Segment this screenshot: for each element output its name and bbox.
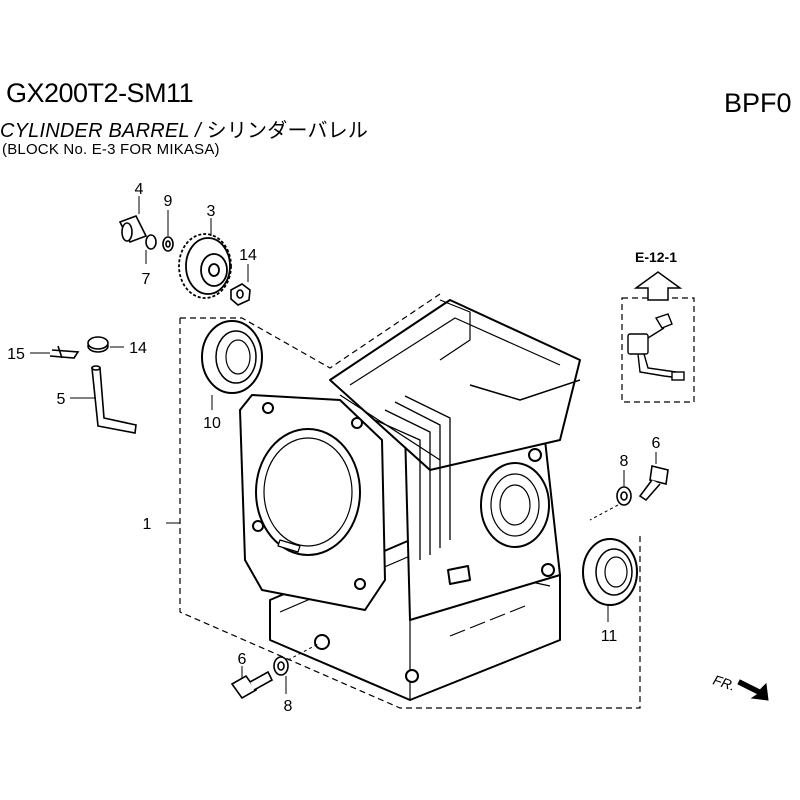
callout-4: 4	[135, 181, 144, 198]
callout-3: 3	[207, 203, 216, 220]
section-separator: /	[195, 120, 201, 142]
washer-7	[145, 234, 157, 250]
reference-label: E-12-1	[635, 249, 677, 265]
cylinder-barrel	[239, 299, 581, 701]
bolt-6-right	[638, 465, 669, 502]
washer-9	[162, 236, 174, 252]
reference-sensor	[627, 313, 685, 381]
callout-6-right: 6	[652, 435, 661, 452]
front-direction-label: FR.	[711, 672, 737, 694]
governor-arm-5	[91, 365, 137, 434]
bolt-6-lower	[230, 670, 274, 700]
callout-8-lower: 8	[284, 698, 293, 715]
clip-15	[49, 345, 80, 359]
reference-arrow-icon	[633, 271, 683, 301]
section-title-jp: シリンダーバレル	[206, 118, 369, 142]
front-direction-arrow-icon	[737, 679, 769, 701]
governor-gear-3	[178, 233, 232, 299]
oil-seal-11	[582, 538, 638, 606]
nut-14-left	[87, 336, 109, 353]
callout-14-upper: 14	[239, 247, 257, 264]
callout-6-lower: 6	[238, 651, 247, 668]
section-title: CYLINDER BARREL / シリンダーバレル	[0, 114, 368, 143]
assembly-boundary-top	[180, 293, 441, 369]
callout-11: 11	[601, 628, 618, 645]
assembly-boundary-left	[179, 318, 641, 709]
callout-1: 1	[143, 516, 152, 533]
washer-8-lower	[273, 656, 289, 676]
callout-9: 9	[164, 193, 173, 210]
oil-seal-10	[201, 320, 263, 394]
callout-8-right: 8	[620, 453, 629, 470]
pin-4	[118, 214, 148, 244]
callout-15: 15	[7, 346, 25, 363]
callout-14-left: 14	[129, 340, 147, 357]
page-code: BPF0	[724, 88, 792, 118]
section-title-en: CYLINDER BARREL	[0, 120, 190, 142]
block-note: (BLOCK No. E-3 FOR MIKASA)	[2, 141, 220, 158]
callout-7: 7	[142, 271, 151, 288]
washer-8-right	[616, 486, 632, 506]
callout-5: 5	[57, 391, 66, 408]
callout-10: 10	[203, 415, 221, 432]
nut-14-upper	[230, 283, 251, 306]
model-title: GX200T2-SM11	[6, 78, 194, 108]
